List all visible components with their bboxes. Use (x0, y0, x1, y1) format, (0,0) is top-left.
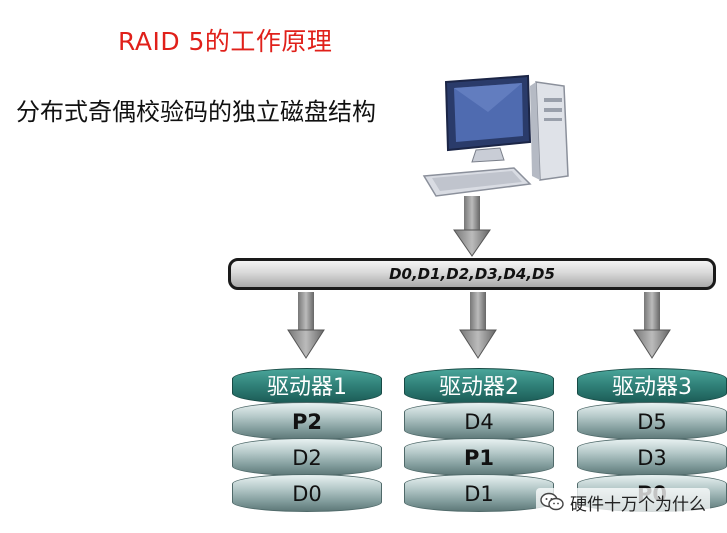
drive-1-block-2: D2 (232, 438, 382, 476)
drive-2: 驱动器2 D4 P1 D1 (404, 368, 554, 512)
wechat-icon (540, 492, 564, 511)
arrow-down-bus-to-drive2 (459, 292, 497, 359)
arrow-down-bus-to-drive3 (633, 292, 671, 359)
drive-3-block-1: D5 (577, 402, 727, 440)
drive-1: 驱动器1 P2 D2 D0 (232, 368, 382, 512)
drive-1-label: 驱动器1 (232, 368, 382, 404)
drive-1-block-1: P2 (232, 402, 382, 440)
diagram-title: RAID 5的工作原理 (118, 27, 333, 56)
bus-label: D0,D1,D2,D3,D4,D5 (389, 265, 555, 283)
drive-1-block-3: D0 (232, 474, 382, 512)
watermark-text: 硬件十万个为什么 (570, 494, 706, 515)
watermark: 硬件十万个为什么 (536, 488, 710, 516)
arrow-down-bus-to-drive1 (287, 292, 325, 359)
diagram-subtitle: 分布式奇偶校验码的独立磁盘结构 (16, 98, 376, 126)
arrow-down-computer-to-bus (453, 196, 491, 257)
data-bus: D0,D1,D2,D3,D4,D5 (228, 258, 716, 290)
drive-2-block-1: D4 (404, 402, 554, 440)
drive-2-block-2: P1 (404, 438, 554, 476)
computer-icon (422, 74, 569, 197)
drive-3-block-2: D3 (577, 438, 727, 476)
drive-2-label: 驱动器2 (404, 368, 554, 404)
drive-2-block-3: D1 (404, 474, 554, 512)
drive-3-label: 驱动器3 (577, 368, 727, 404)
